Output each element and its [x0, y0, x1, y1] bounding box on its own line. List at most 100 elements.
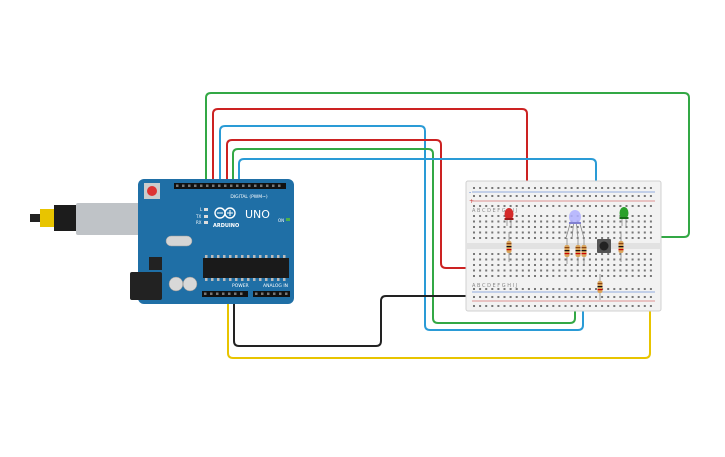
breadboard-hole [534, 237, 536, 239]
breadboard-hole [643, 237, 646, 239]
breadboard-hole [552, 296, 555, 298]
chip-pin [217, 278, 220, 281]
breadboard-hole [485, 237, 488, 239]
breadboard-hole [595, 226, 597, 228]
breadboard-hole [643, 231, 646, 234]
breadboard-hole [497, 220, 500, 223]
breadboard-hole [595, 275, 597, 277]
chip-pin [241, 255, 244, 258]
breadboard-hole [607, 253, 610, 255]
breadboard-hole [491, 195, 494, 197]
breadboard-hole [613, 253, 616, 255]
breadboard-hole [637, 226, 640, 228]
breadboard-hole [540, 275, 543, 277]
led-red[interactable] [504, 208, 514, 226]
on-led [286, 218, 290, 221]
breadboard-hole [570, 226, 573, 228]
breadboard-hole [607, 269, 610, 272]
breadboard-hole [527, 187, 530, 189]
tx-label: TX [195, 214, 201, 219]
breadboard-hole [473, 237, 475, 239]
breadboard-hole [534, 205, 536, 207]
wire-blue-1[interactable] [219, 125, 584, 331]
breadboard-hole [558, 220, 561, 223]
breadboard-hole [625, 296, 628, 298]
breadboard-hole [607, 187, 610, 189]
breadboard-hole [564, 215, 567, 217]
wire-blue-2[interactable] [238, 158, 597, 240]
breadboard-hole [491, 231, 494, 234]
breadboard-hole [601, 215, 604, 217]
chip-pin [235, 278, 238, 281]
breadboard-hole [631, 296, 634, 298]
breadboard-hole [479, 220, 482, 223]
breadboard-hole [558, 215, 561, 217]
breadboard-hole [601, 195, 604, 197]
header-pin [267, 292, 270, 295]
breadboard-hole [521, 215, 524, 217]
breadboard-hole [643, 275, 646, 277]
breadboard-hole [601, 237, 604, 239]
breadboard-hole [521, 269, 524, 272]
led-rgb[interactable] [565, 210, 585, 239]
header-pin [285, 292, 288, 295]
breadboard-hole [613, 215, 616, 217]
breadboard-hole [582, 220, 585, 223]
led-green[interactable] [619, 207, 629, 226]
header-pin [266, 184, 269, 187]
resistor-band [618, 246, 624, 248]
breadboard-hole [552, 305, 555, 307]
breadboard-hole [521, 305, 524, 307]
breadboard-hole [552, 220, 555, 223]
breadboard-hole [552, 226, 555, 228]
breadboard-hole [479, 237, 482, 239]
breadboard-hole [540, 296, 543, 298]
breadboard-hole [649, 231, 652, 234]
breadboard-hole [601, 220, 604, 223]
breadboard-hole [631, 187, 634, 189]
header-pin [236, 184, 239, 187]
breadboard-hole [613, 264, 616, 266]
breadboard-hole [558, 296, 561, 298]
header-pin [272, 184, 275, 187]
header-pin [204, 292, 207, 295]
breadboard-hole [491, 253, 494, 255]
breadboard-hole [607, 275, 610, 277]
pushbutton[interactable] [597, 239, 611, 253]
breadboard-hole [540, 253, 543, 255]
wire-green-outer[interactable] [205, 92, 690, 238]
wire-black-gnd[interactable] [233, 295, 476, 347]
breadboard-hole [546, 220, 549, 223]
breadboard-hole [631, 269, 634, 272]
breadboard-hole [582, 187, 585, 189]
wire-yellow-5v[interactable] [227, 296, 651, 359]
chip-pin [211, 278, 214, 281]
breadboard-hole [491, 264, 494, 266]
breadboard-hole [534, 215, 536, 217]
breadboard-hole [637, 269, 640, 272]
breadboard-hole [607, 220, 610, 223]
breadboard-hole [582, 269, 585, 272]
wire-red-2[interactable] [226, 139, 565, 269]
breadboard-hole [643, 187, 646, 189]
arduino-uno[interactable]: DIGITAL (PWM~) ARDUINO UNO L TX RX ON [30, 179, 294, 304]
breadboard-hole [570, 269, 573, 272]
breadboard-hole [558, 187, 561, 189]
header-pin [240, 292, 243, 295]
usb-chip [149, 257, 162, 270]
breadboard-hole [570, 253, 573, 255]
resistor-band [506, 243, 512, 245]
breadboard-hole [473, 264, 475, 266]
reset-button[interactable] [147, 186, 157, 196]
breadboard-hole [497, 269, 500, 272]
breadboard-hole [521, 226, 524, 228]
breadboard-hole [637, 195, 640, 197]
breadboard-hole [601, 205, 604, 207]
breadboard-hole [643, 269, 646, 272]
breadboard-hole [485, 275, 488, 277]
breadboard-hole [631, 195, 634, 197]
breadboard-hole [588, 288, 591, 290]
breadboard-hole [527, 237, 530, 239]
wire-green-2[interactable] [232, 148, 576, 324]
breadboard-hole [613, 187, 616, 189]
